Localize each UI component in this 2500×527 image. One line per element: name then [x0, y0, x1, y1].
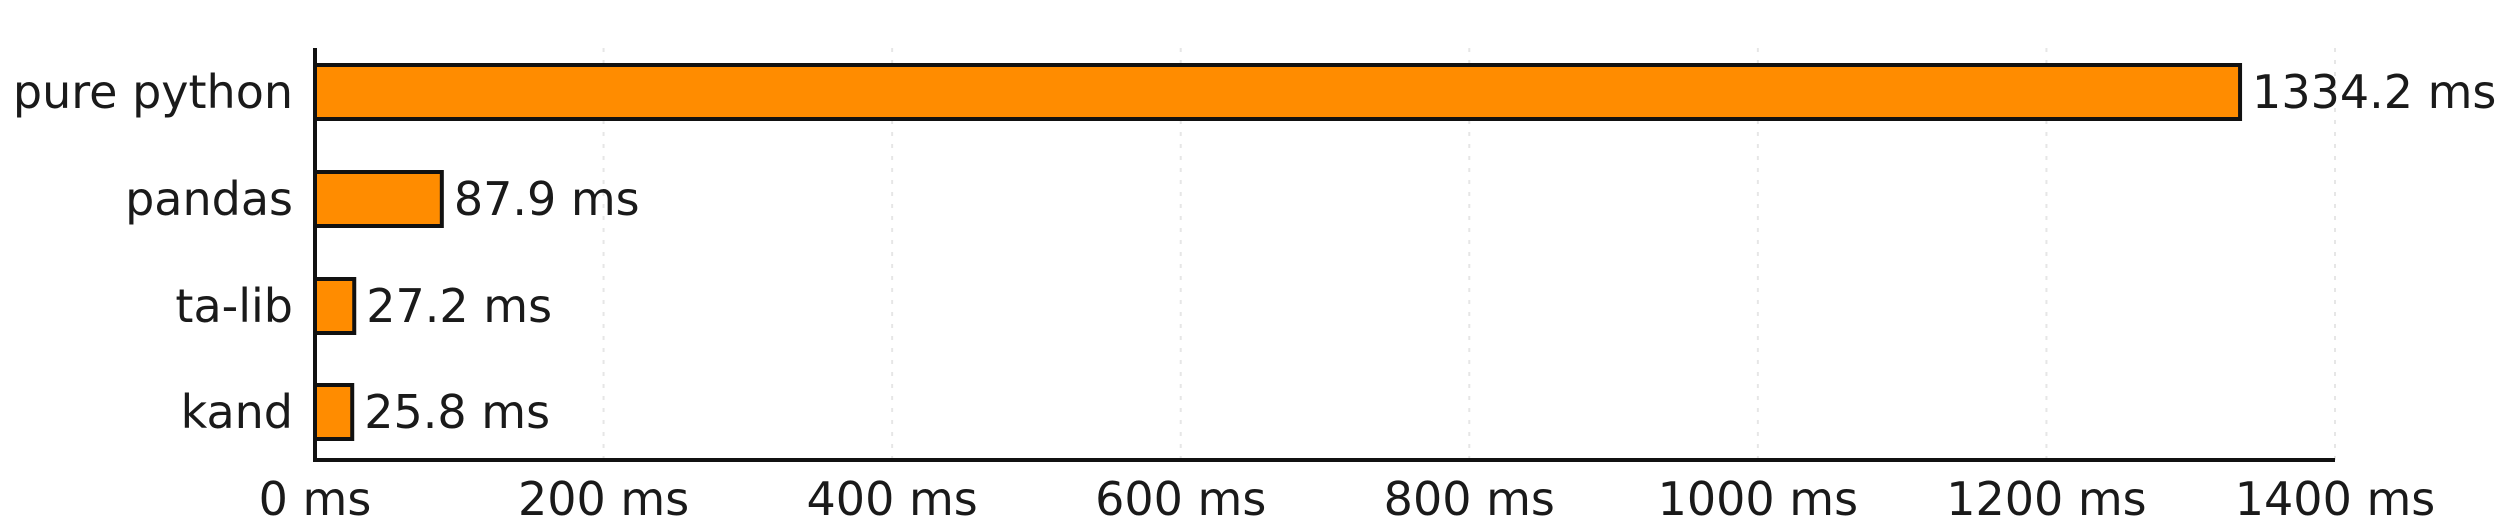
category-label-3: kand — [181, 385, 293, 439]
x-tick-label-1: 200 ms — [518, 472, 689, 522]
x-tick-label-6: 1200 ms — [1946, 472, 2146, 522]
x-tick-label-3: 600 ms — [1095, 472, 1266, 522]
x-tick-label-4: 800 ms — [1384, 472, 1555, 522]
category-label-2: ta-lib — [175, 279, 293, 333]
value-label-0: 1334.2 ms — [2252, 65, 2496, 119]
bar-3 — [313, 383, 355, 441]
value-label-2: 27.2 ms — [366, 279, 552, 333]
bar-0 — [313, 63, 2243, 121]
x-tick-label-2: 400 ms — [807, 472, 978, 522]
bar-1 — [313, 170, 444, 228]
label-layer: 1334.2 ms pure python 87.9 ms pandas 27.2 ms… — [13, 65, 2497, 526]
x-tick-label-0: 0 ms — [259, 472, 372, 522]
grid-layer — [602, 48, 2336, 460]
bar-2 — [313, 277, 357, 335]
value-label-1: 87.9 ms — [454, 172, 640, 226]
x-tick-label-7: 1400 ms — [2235, 472, 2435, 522]
value-label-3: 25.8 ms — [364, 385, 550, 439]
category-label-1: pandas — [125, 172, 293, 226]
category-label-0: pure python — [13, 65, 293, 119]
axis-layer — [313, 48, 2335, 462]
x-tick-label-5: 1000 ms — [1658, 472, 1858, 522]
